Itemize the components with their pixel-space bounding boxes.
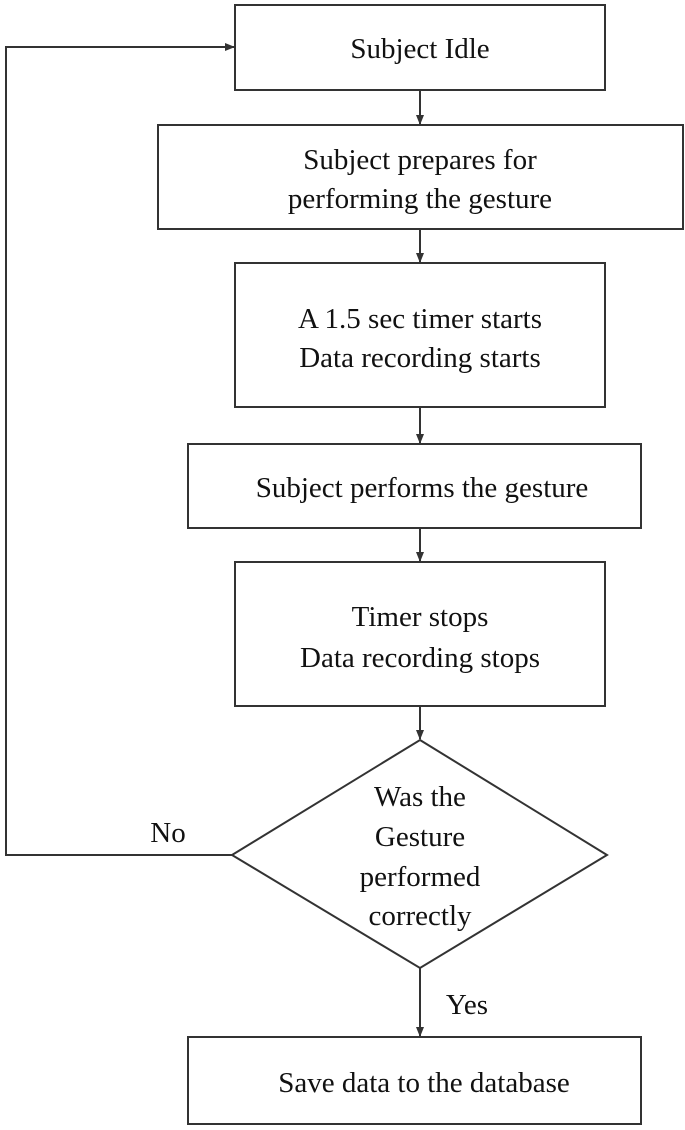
- step-save-data-label: Save data to the database: [278, 1067, 570, 1099]
- step-subject-prepares-line-1: Subject prepares for: [303, 144, 537, 176]
- step-timer-starts-line-2: Data recording starts: [299, 342, 541, 374]
- step-subject-prepares-line-2: performing the gesture: [288, 183, 552, 215]
- step-timer-stops: Timer stops Data recording stops: [234, 561, 606, 707]
- arrow-no-loop-back: [5, 43, 235, 856]
- step-subject-performs-label: Subject performs the gesture: [256, 472, 589, 504]
- step-subject-idle: Subject Idle: [234, 4, 606, 91]
- decision-line-4: correctly: [368, 900, 472, 932]
- decision-line-1: Was the: [374, 781, 466, 813]
- step-timer-stops-line-1: Timer stops: [352, 601, 489, 633]
- step-timer-starts-line-1: A 1.5 sec timer starts: [298, 303, 542, 335]
- step-subject-prepares: Subject prepares for performing the gest…: [157, 124, 684, 230]
- decision-line-2: Gesture: [375, 821, 465, 853]
- edge-label-yes: Yes: [446, 989, 488, 1021]
- step-subject-idle-label: Subject Idle: [350, 33, 489, 65]
- decision-gesture-correct: Was the Gesture performed correctly: [230, 738, 609, 970]
- step-subject-performs: Subject performs the gesture: [187, 443, 642, 529]
- decision-line-3: performed: [360, 861, 481, 893]
- step-timer-starts: A 1.5 sec timer starts Data recording st…: [234, 262, 606, 408]
- edge-label-no: No: [150, 817, 185, 849]
- step-save-data: Save data to the database: [187, 1036, 642, 1125]
- step-timer-stops-line-2: Data recording stops: [300, 642, 540, 674]
